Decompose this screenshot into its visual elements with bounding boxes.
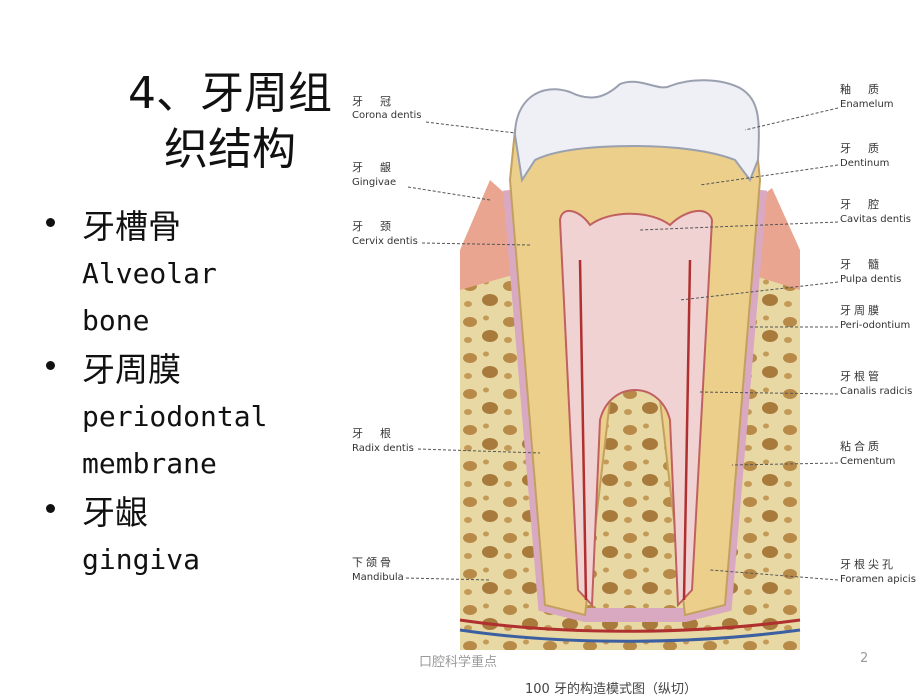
bullet-zh-text: 牙周膜: [82, 350, 181, 389]
label-enamelum-zh: 釉 质: [840, 82, 882, 96]
label-cementum-en: Cementum: [840, 456, 895, 467]
label-cervix-en: Cervix dentis: [352, 236, 418, 247]
bullet-dot-icon: [46, 218, 55, 227]
bullet-zh-text: 牙龈: [82, 493, 148, 532]
left-labels: 牙 冠 Corona dentis 牙 龈 Gingivae 牙 颈 Cervi…: [352, 95, 541, 583]
label-mandibula-en: Mandibula: [352, 572, 404, 583]
leader-line: [421, 242, 531, 246]
label-periodontium-zh: 牙周膜: [840, 304, 882, 317]
slide-title-line-1: 4、牙周组: [128, 68, 332, 119]
leader-line: [744, 107, 839, 131]
label-gingivae-zh: 牙 龈: [352, 160, 394, 174]
page-number: 2: [860, 651, 869, 666]
slide-title: 4、牙周组 织结构: [100, 66, 360, 178]
label-foramen-zh: 牙根尖孔: [840, 557, 896, 571]
enamel: [513, 79, 760, 183]
label-periodontium-en: Peri-odontium: [840, 320, 910, 331]
leader-line: [699, 391, 839, 395]
label-canalis-en: Canalis radicis: [840, 386, 912, 397]
bullet-zh-text: 牙槽骨: [82, 207, 181, 246]
figure-caption: 100 牙的构造模式图（纵切）: [525, 682, 697, 697]
label-gingivae-en: Gingivae: [352, 177, 396, 188]
label-dentinum-zh: 牙 质: [840, 142, 882, 155]
slide-title-line-2: 织结构: [164, 124, 296, 175]
leader-line: [405, 577, 491, 581]
label-corona-en: Corona dentis: [352, 110, 422, 121]
label-corona-zh: 牙 冠: [352, 95, 394, 108]
label-cementum-zh: 粘合质: [840, 439, 882, 453]
leader-line: [417, 448, 541, 454]
pulp-cavity: [558, 210, 714, 608]
bullet-en-text: Alveolar: [82, 257, 217, 290]
label-cervix-zh: 牙 颈: [352, 220, 394, 233]
label-canalis-zh: 牙根管: [840, 369, 882, 383]
leader-line: [639, 221, 839, 231]
label-radix-zh: 牙 根: [352, 426, 394, 440]
label-foramen-en: Foramen apicis: [840, 574, 916, 585]
leader-line: [699, 164, 839, 186]
leader-line: [407, 186, 491, 201]
root-canal-vessel-left: [578, 259, 588, 601]
tooth-cross-section-diagram: 牙 冠 Corona dentis 牙 龈 Gingivae 牙 颈 Cervi…: [352, 79, 916, 650]
tooth-illustration: [459, 79, 801, 650]
bullet-en-text: membrane: [82, 447, 217, 480]
bullet-dot-icon: [46, 504, 55, 513]
label-pulpa-en: Pulpa dentis: [840, 274, 901, 285]
bullet-en-text: periodontal: [82, 400, 268, 433]
label-dentinum-en: Dentinum: [840, 158, 889, 169]
label-mandibula-zh: 下颌骨: [352, 555, 394, 569]
right-labels: 釉 质 Enamelum 牙 质 Dentinum 牙 腔 Cavitas de…: [639, 82, 916, 585]
bullet-en-text: bone: [82, 304, 150, 337]
bullet-item-gingiva: 牙龈 gingiva: [40, 490, 340, 583]
slide-footer: 口腔科学重点: [419, 655, 498, 670]
label-pulpa-zh: 牙 髓: [840, 258, 882, 271]
bullet-item-periodontal-membrane: 牙周膜 periodontal membrane: [40, 347, 340, 487]
label-cavitas-zh: 牙 腔: [840, 197, 882, 211]
bullet-en-text: gingiva: [82, 543, 201, 576]
label-radix-en: Radix dentis: [352, 443, 414, 454]
leader-line: [731, 462, 839, 466]
blood-vessel: [459, 618, 801, 633]
label-enamelum-en: Enamelum: [840, 99, 894, 110]
leader-line: [709, 569, 839, 581]
leader-line: [425, 121, 516, 134]
bullet-item-alveolar-bone: 牙槽骨 Alveolar bone: [40, 204, 340, 344]
bullet-list: 牙槽骨 Alveolar bone 牙周膜 periodontal membra…: [40, 204, 340, 586]
root-canal-vessel-right: [682, 259, 692, 601]
label-cavitas-en: Cavitas dentis: [840, 214, 911, 225]
leader-line: [679, 281, 839, 301]
nerve-vessel: [459, 628, 801, 643]
bullet-dot-icon: [46, 361, 55, 370]
